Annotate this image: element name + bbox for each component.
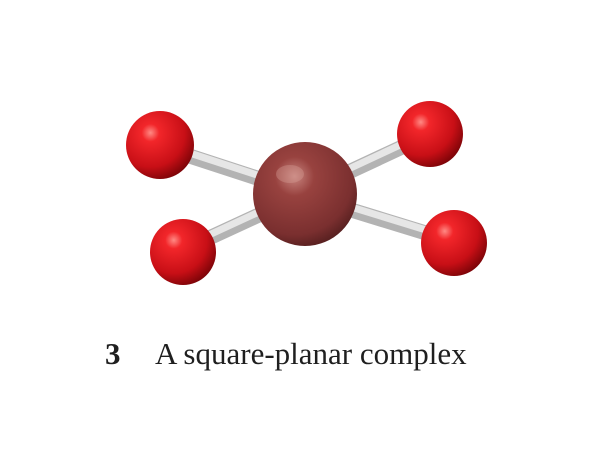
figure-caption-text: A square-planar complex xyxy=(155,336,467,371)
central-metal-atom-shine xyxy=(276,165,304,183)
ligand-atom-upper-right xyxy=(397,101,463,167)
central-metal-atom xyxy=(253,142,357,246)
ligand-atom-upper-left xyxy=(126,111,194,179)
ligand-atoms xyxy=(126,101,487,285)
ligand-atom-lower-right xyxy=(421,210,487,276)
figure-caption: 3 A square-planar complex xyxy=(105,334,467,374)
figure-number: 3 xyxy=(105,336,121,371)
ligand-atom-lower-left xyxy=(150,219,216,285)
